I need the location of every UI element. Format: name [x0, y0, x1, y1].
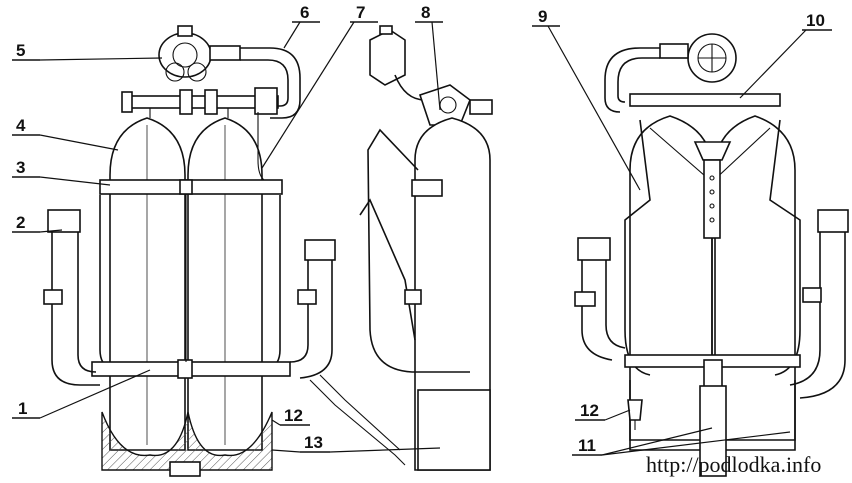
- label-13: 13: [304, 433, 323, 452]
- label-4: 4: [16, 116, 26, 135]
- watermark-url: http://podlodka.info: [646, 452, 821, 477]
- rear-shoulder-strap-left: [574, 237, 626, 361]
- rear-shoulder-strap-right: [789, 209, 849, 399]
- label-11: 11: [578, 436, 596, 455]
- label-12-front: 12: [284, 406, 303, 425]
- front-shoulder-strap-right: [289, 239, 336, 379]
- rear-base: [627, 359, 796, 477]
- front-regulator: [158, 25, 301, 119]
- side-view: [309, 25, 493, 471]
- side-regulator: [369, 25, 493, 126]
- rear-view: [574, 33, 849, 477]
- callout-labels: 1 2 3 4 5 6 7 8 9 10 11 12 12 13: [16, 3, 825, 455]
- label-6: 6: [300, 3, 309, 22]
- label-1: 1: [18, 399, 27, 418]
- leader-lines: [12, 21, 832, 456]
- side-harness: [359, 128, 470, 373]
- side-base: [309, 374, 491, 471]
- label-8: 8: [421, 3, 430, 22]
- label-7: 7: [356, 3, 365, 22]
- front-manifold: [121, 87, 279, 118]
- front-base: [101, 411, 273, 477]
- label-10: 10: [806, 11, 825, 30]
- front-view: [43, 25, 336, 477]
- front-frame: [91, 179, 291, 379]
- label-9: 9: [538, 7, 547, 26]
- label-5: 5: [16, 41, 25, 60]
- rear-regulator: [604, 33, 737, 113]
- rear-manifold: [629, 93, 781, 107]
- front-cylinders: [109, 112, 265, 451]
- front-shoulder-strap-left: [43, 209, 100, 386]
- rear-harness: [624, 119, 801, 376]
- label-12-rear: 12: [580, 401, 599, 420]
- side-cylinder: [414, 117, 491, 471]
- label-2: 2: [16, 213, 25, 232]
- label-3: 3: [16, 158, 25, 177]
